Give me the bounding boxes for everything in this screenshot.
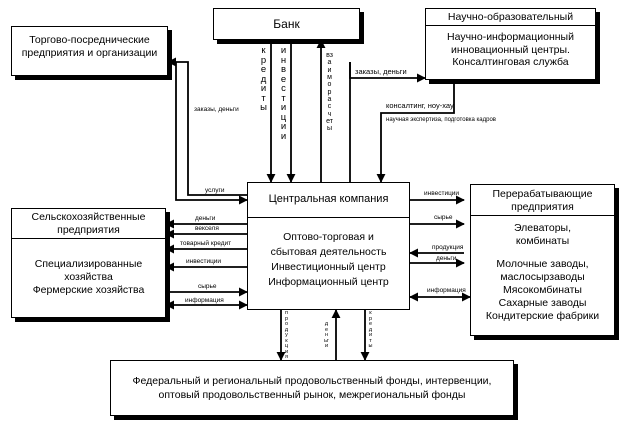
label-bills: векселя [195,225,219,232]
label-investments-bank: инвестиции [280,45,287,142]
processing-line-1: Элеваторы, [513,222,572,234]
label-products-bottom: продукция [284,310,289,360]
agri-divider [12,238,165,239]
label-expertise: научная экспертиза, подготовка кадров [386,117,496,123]
central-line-1: Оптово-торговая и [283,231,374,243]
central-line-4: Информационный центр [268,276,389,288]
funds-line-2: оптовый продовольственный рынок, межреги… [158,389,466,401]
processing-header: Перерабатывающие предприятия [492,188,593,213]
label-money-bottom: деньги [324,321,329,349]
arrow-orders-money-science [349,62,426,83]
science-body: Научно-информационный инновационный цент… [447,31,574,69]
label-orders-money-science: заказы, деньги [355,67,407,76]
processing-box: Перерабатывающие предприятия Элеваторы, … [470,184,615,336]
funds-box: Федеральный и региональный продовольстве… [110,360,514,416]
central-header: Центральная компания [268,193,389,205]
arrow-consulting [376,80,455,183]
processing-line-6: Сахарные заводы [498,297,587,309]
agri-line-2: хозяйства [64,271,113,283]
label-consulting: консалтинг, ноу-хау [386,101,454,110]
label-raw-proc: сырье [434,214,453,221]
label-raw-agri: сырье [198,283,217,290]
label-orders-money-trade: заказы, деньги [194,106,239,113]
arrow-services [175,62,248,205]
science-divider [426,25,595,26]
trade-title: Торгово-посреднические предприятия и орг… [21,34,158,59]
science-box: Научно-образовательный Научно-информацио… [425,8,596,80]
processing-divider [471,215,614,216]
label-credits: кредиты [260,45,267,113]
agri-line-3: Фермерские хозяйства [32,284,145,296]
label-money-agri: деньги [195,215,216,222]
agri-box: Сельскохозяйственные предприятия Специал… [11,208,166,318]
processing-line-4: маслосырзаводы [500,271,585,283]
bank-box: Банк [213,8,360,40]
central-line-3: Инвестиционный центр [271,261,386,273]
label-money-proc: деньги [436,255,457,262]
label-investments-agri: инвестиции [186,258,222,265]
label-investments-proc: инвестиции [424,190,460,197]
label-credits-bottom: кредиты [368,310,373,349]
agri-header: Сельскохозяйственные предприятия [31,211,146,236]
label-info-agri: информация [185,297,224,304]
arrow-orders-money-trade [167,57,247,196]
central-line-2: сбытовая деятельность [270,246,387,258]
processing-line-5: Мясокомбинаты [503,284,582,296]
processing-line-7: Кондитерские фабрики [485,310,600,322]
label-settlements: взаиморасчеты [326,52,333,133]
processing-line-2: комбинаты [515,235,570,247]
agri-line-1: Специализированные [34,258,143,270]
label-commodity-credit: товарный кредит [180,240,232,247]
bank-title: Банк [273,17,300,31]
label-products-proc: продукция [432,244,464,251]
funds-line-1: Федеральный и региональный продовольстве… [132,375,492,387]
central-divider [248,217,409,218]
central-box: Центральная компания Оптово-торговая и с… [247,182,410,310]
label-services: услуги [205,187,225,194]
trade-box: Торгово-посреднические предприятия и орг… [11,26,168,76]
science-header: Научно-образовательный [447,11,574,23]
label-info-proc: информация [427,287,466,294]
processing-line-3: Молочные заводы, [496,258,589,270]
